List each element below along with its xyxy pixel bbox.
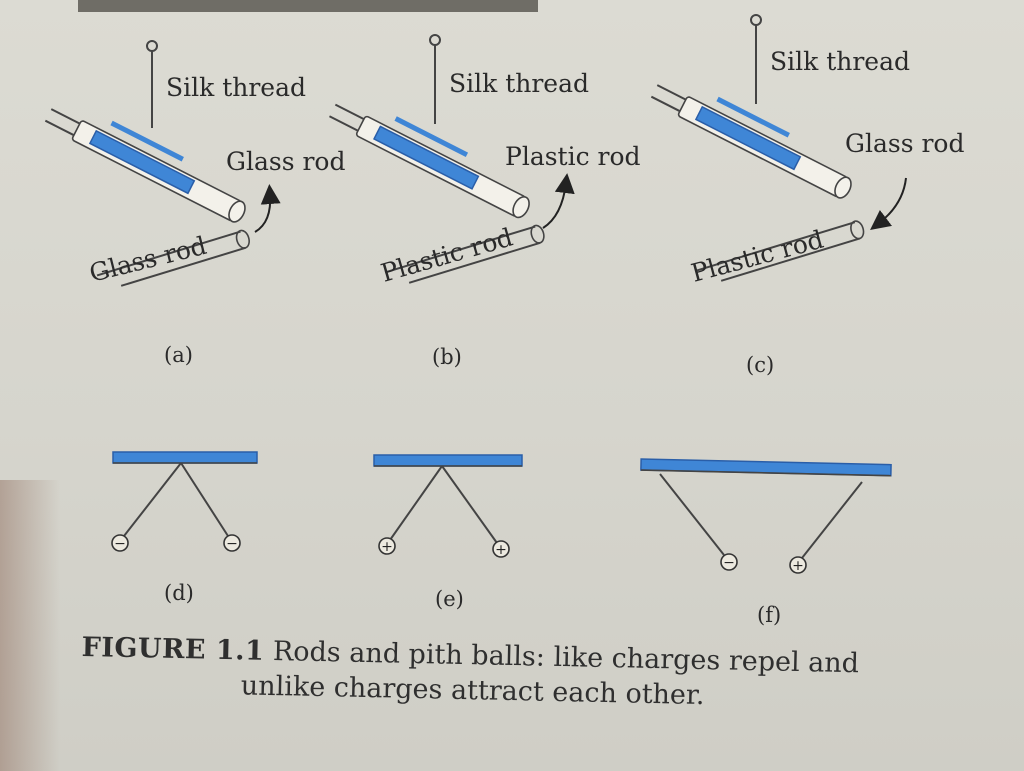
label-silk-thread: Silk thread [166,73,306,102]
panel-tag-c: (c) [746,353,774,377]
repel-arrow-icon [254,184,281,233]
horizontal-rod [112,451,258,464]
rubbed-portion [373,125,480,190]
thread-left [659,473,725,556]
rubbed-portion [88,129,196,195]
charge-sign: + [495,542,507,558]
label-upper-rod: Glass rod [226,147,345,176]
panel-b: Silk thread Plastic rod Plastic rod (b) [329,34,641,369]
charge-sign: − [723,555,735,571]
label-upper-rod: Plastic rod [505,142,641,171]
pith-ball-right [223,534,241,552]
thread-left [389,465,443,541]
thread-right [180,462,229,537]
label-silk-thread: Silk thread [770,47,910,76]
lower-glass-rod [96,230,241,277]
top-edge-bar [78,0,538,12]
panel-f: − + (f) [640,458,892,627]
figure-label: FIGURE 1.1 [81,631,265,667]
horizontal-rod [373,454,523,467]
pith-ball-left [111,534,129,552]
panel-tag-d: (d) [164,581,194,605]
pith-ball-left [378,537,396,555]
pith-ball-right [492,540,510,558]
label-upper-rod: Glass rod [845,129,964,158]
charge-sign: + [381,539,393,555]
panel-d: − − (d) [111,451,258,605]
panel-tag-f: (f) [757,603,781,627]
pith-ball-right [789,556,807,574]
repel-arrow-icon [542,173,575,229]
panel-e: + + (e) [373,454,523,611]
thread-hook-icon [146,40,158,52]
attract-arrow-icon [870,177,907,231]
lower-plastic-rod [384,225,536,274]
figure-diagram: Silk thread Glass rod Glass rod (a) [44,14,964,627]
pith-ball-left [720,553,738,571]
charge-sign: − [114,536,126,552]
charge-sign: + [792,558,804,574]
rod-highlight [110,120,184,162]
rod-highlight [716,96,790,138]
panel-tag-a: (a) [164,343,193,367]
thread-hook-icon [750,14,762,26]
thread-left [123,462,182,537]
label-lower-rod: Plastic rod [688,225,826,288]
panel-tag-b: (b) [432,345,462,369]
thread-right [801,481,863,559]
thread-right [441,465,498,544]
lower-plastic-rod [696,221,856,272]
figure-caption: FIGURE 1.1 Rods and pith balls: like cha… [81,630,982,719]
panel-a: Silk thread Glass rod Glass rod (a) [44,40,345,367]
charge-sign: − [226,536,238,552]
panel-tag-e: (e) [435,587,464,611]
panel-c: Silk thread Glass rod Plastic rod (c) [650,14,964,377]
thread-hook-icon [429,34,441,46]
rod-highlight [394,116,469,158]
label-lower-rod: Plastic rod [378,223,516,288]
rubbed-portion [694,105,802,171]
label-silk-thread: Silk thread [449,69,589,98]
label-lower-rod: Glass rod [86,231,209,288]
